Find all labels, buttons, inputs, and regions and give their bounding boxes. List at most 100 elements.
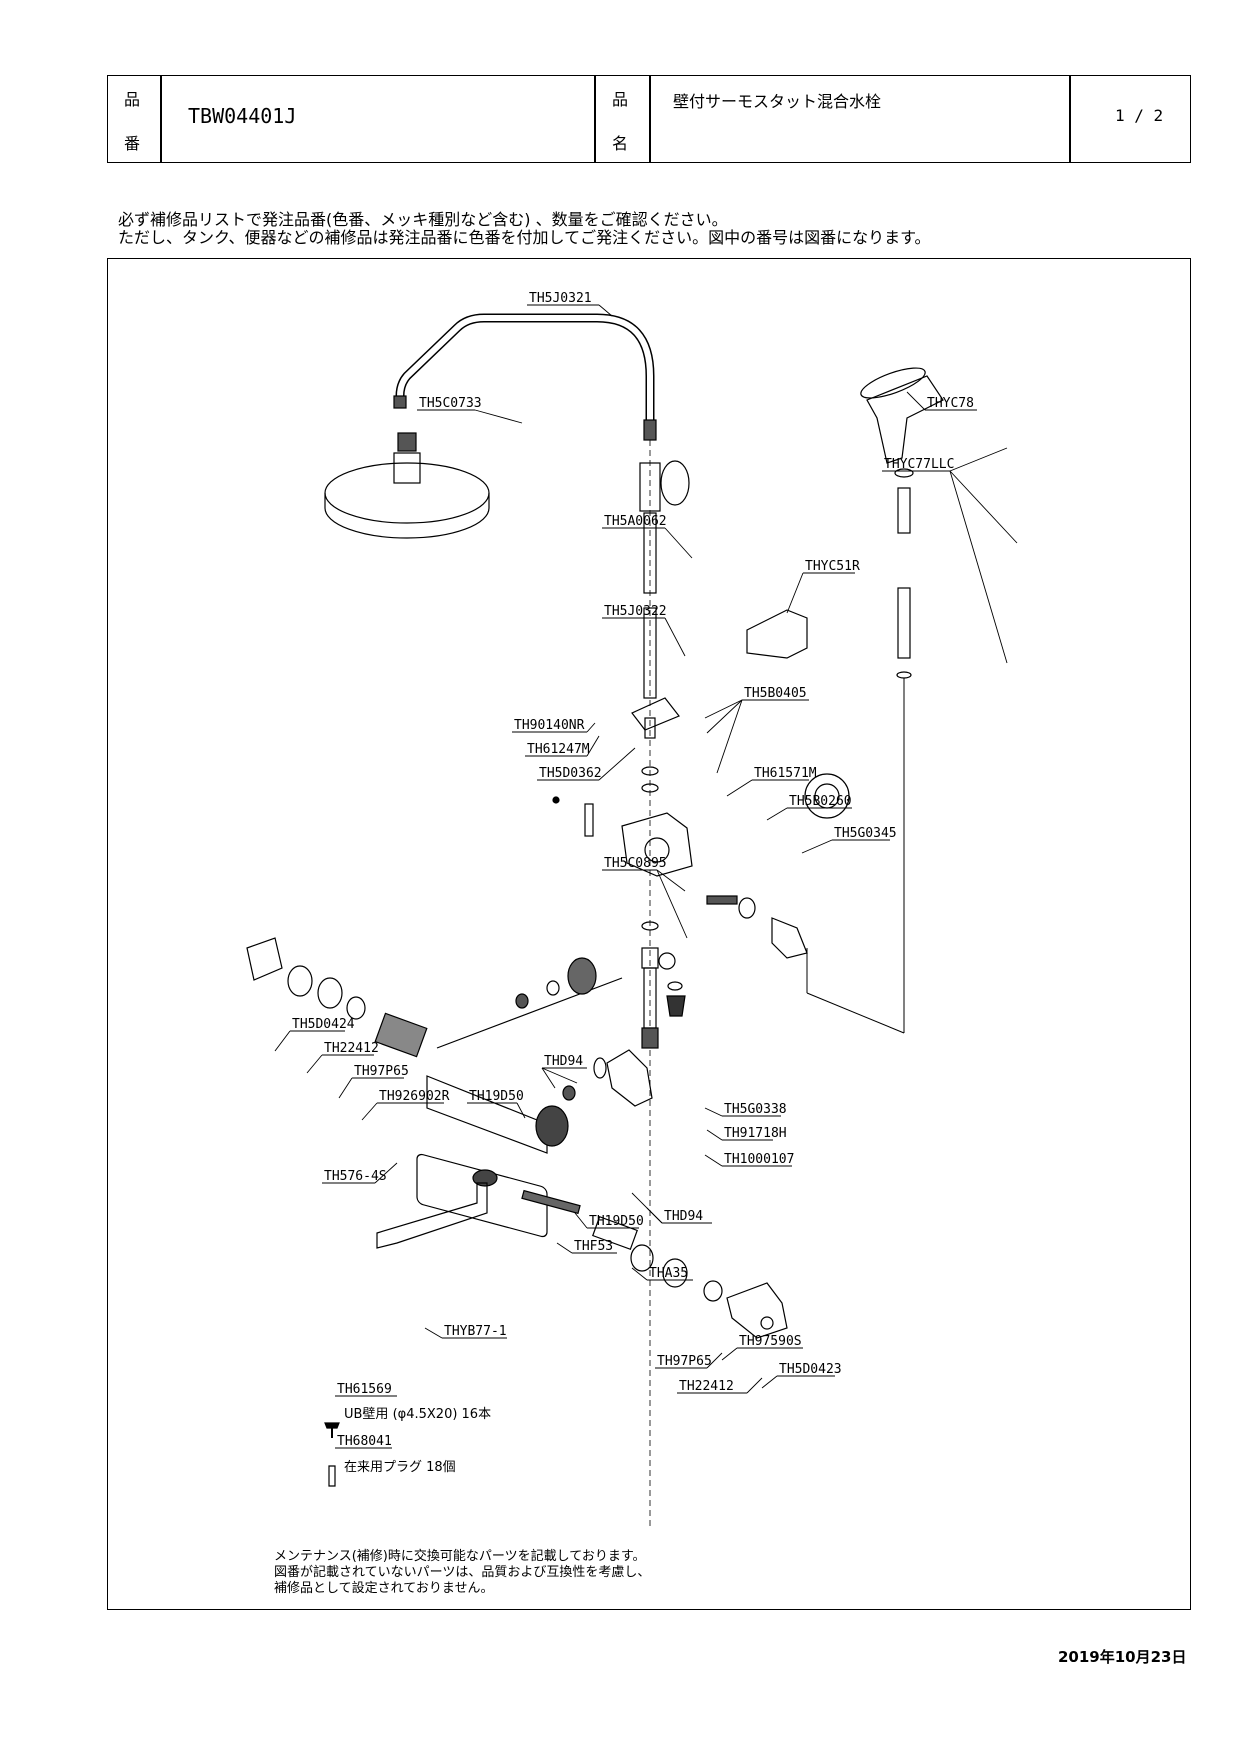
screw-head bbox=[324, 1422, 340, 1429]
ring bbox=[287, 965, 313, 997]
riser-pipe bbox=[643, 607, 657, 699]
part-label: TH68041 bbox=[337, 1434, 392, 1449]
ring bbox=[630, 1244, 654, 1272]
slide-holder bbox=[631, 697, 680, 731]
check-valve bbox=[706, 895, 738, 905]
valve-body bbox=[592, 1215, 638, 1251]
check-valve bbox=[567, 957, 597, 995]
spout-nut bbox=[472, 1169, 498, 1187]
spout bbox=[376, 1182, 488, 1249]
o-ring bbox=[641, 783, 659, 793]
check-valve bbox=[606, 1049, 653, 1107]
part-label: TH91718H bbox=[724, 1126, 787, 1141]
elbow bbox=[771, 917, 808, 959]
part-labels: TH5J0321 TH5C0733 THYC78 THYC77LLC TH5A0… bbox=[274, 291, 974, 1596]
lever-handle bbox=[726, 1282, 788, 1339]
part-label: TH97590S bbox=[739, 1334, 802, 1349]
lower-riser bbox=[643, 967, 657, 1029]
part-label: TH5C0895 bbox=[604, 856, 667, 871]
plug-note: 在来用プラグ 18個 bbox=[344, 1460, 456, 1475]
pipe-bracket bbox=[639, 462, 661, 512]
title-block: 品 番 TBW04401J 品 名 壁付サーモスタット混合水栓 1 / 2 bbox=[107, 75, 1191, 163]
order-notice-line: ただし、タンク、便器などの補修品は発注品番に色番を付加してご発注ください。図中の… bbox=[118, 228, 931, 247]
part-label: TH5D0424 bbox=[292, 1017, 355, 1032]
part-label: THYB77-1 bbox=[444, 1324, 507, 1339]
thermo-cartridge bbox=[374, 1012, 428, 1058]
part-label: TH5A0062 bbox=[604, 514, 667, 529]
part-label: TH5C0733 bbox=[419, 396, 482, 411]
divider bbox=[1069, 76, 1071, 162]
product-name: 壁付サーモスタット混合水栓 bbox=[673, 92, 882, 111]
part-label: TH19D50 bbox=[469, 1089, 524, 1104]
mixer-outlet bbox=[535, 1105, 569, 1147]
part-label: TH5G0345 bbox=[834, 826, 897, 841]
lever-hole bbox=[760, 1316, 774, 1330]
issue-date: 2019年10月23日 bbox=[1058, 1648, 1187, 1666]
part-label: TH5J0321 bbox=[529, 291, 592, 306]
part-label: TH61247M bbox=[527, 742, 590, 757]
mixer-body bbox=[426, 1075, 548, 1154]
strainer bbox=[562, 1085, 576, 1101]
diverter-body bbox=[621, 812, 693, 877]
screw bbox=[552, 796, 560, 804]
product-code: TBW04401J bbox=[188, 104, 297, 128]
hand-shower-face bbox=[860, 367, 926, 399]
footnote-line: 補修品として設定されておりません。 bbox=[274, 1580, 493, 1596]
o-ring bbox=[546, 980, 560, 996]
diverter-port bbox=[644, 837, 670, 863]
part-label: TH576-4S bbox=[324, 1169, 387, 1184]
part-label: TH1000107 bbox=[724, 1152, 794, 1167]
part-label: TH5G0338 bbox=[724, 1102, 787, 1117]
part-label: TH90140NR bbox=[514, 718, 585, 733]
shower-head-thread bbox=[397, 432, 417, 452]
part-label: TH97P65 bbox=[657, 1354, 712, 1369]
riser-pipe bbox=[643, 512, 657, 594]
page-number: 1 / 2 bbox=[1115, 106, 1164, 125]
plug-drawing bbox=[328, 1465, 336, 1487]
mixer-guide bbox=[436, 977, 623, 1049]
arm-thread bbox=[643, 419, 657, 441]
product-code-label: 品 bbox=[124, 90, 141, 109]
part-label: THYC77LLC bbox=[884, 457, 954, 472]
ring bbox=[703, 1280, 723, 1302]
coupling-thread bbox=[641, 1027, 659, 1049]
hand-shower bbox=[866, 375, 944, 464]
o-ring bbox=[667, 981, 683, 991]
product-name-label: 名 bbox=[612, 134, 629, 153]
screw-note: UB壁用 (φ4.5X20) 16本 bbox=[344, 1407, 491, 1422]
footnote-line: 図番が記載されていないパーツは、品質および互換性を考慮し、 bbox=[274, 1564, 650, 1580]
temp-handle bbox=[246, 937, 283, 981]
divider bbox=[594, 76, 596, 162]
part-label: TH19D50 bbox=[589, 1214, 644, 1229]
o-ring bbox=[641, 921, 659, 931]
elbow-nut bbox=[658, 952, 676, 970]
part-label: TH926902R bbox=[379, 1089, 450, 1104]
o-ring bbox=[593, 1057, 607, 1079]
part-label: THD94 bbox=[664, 1209, 703, 1224]
order-notice-line: 必ず補修品リストで発注品番(色番、メッキ種別など含む) 、数量をご確認ください。 bbox=[118, 210, 728, 229]
part-label: TH61571M bbox=[754, 766, 817, 781]
divider bbox=[649, 76, 651, 162]
product-code-label: 番 bbox=[124, 134, 141, 153]
shower-head-rim bbox=[324, 493, 490, 539]
divider bbox=[160, 76, 162, 162]
part-label: THA35 bbox=[649, 1266, 688, 1281]
diagram-frame bbox=[107, 258, 1191, 1610]
part-label: THD94 bbox=[544, 1054, 583, 1069]
part-label: TH5B0260 bbox=[789, 794, 852, 809]
part-label: TH5D0362 bbox=[539, 766, 602, 781]
packing-ring bbox=[894, 468, 914, 478]
strainer bbox=[515, 993, 529, 1009]
part-label: TH22412 bbox=[324, 1041, 379, 1056]
part-label: TH61569 bbox=[337, 1382, 392, 1397]
arm-thread bbox=[393, 395, 407, 409]
part-label: TH22412 bbox=[679, 1379, 734, 1394]
part-label: THYC51R bbox=[805, 559, 860, 574]
part-drawings bbox=[246, 313, 944, 1528]
part-label: THF53 bbox=[574, 1239, 613, 1254]
packing-ring bbox=[896, 671, 912, 679]
part-label: TH97P65 bbox=[354, 1064, 409, 1079]
part-label: TH5J0322 bbox=[604, 604, 667, 619]
footnote-line: メンテナンス(補修)時に交換可能なパーツを記載しております。 bbox=[274, 1548, 646, 1564]
ring bbox=[346, 996, 366, 1020]
